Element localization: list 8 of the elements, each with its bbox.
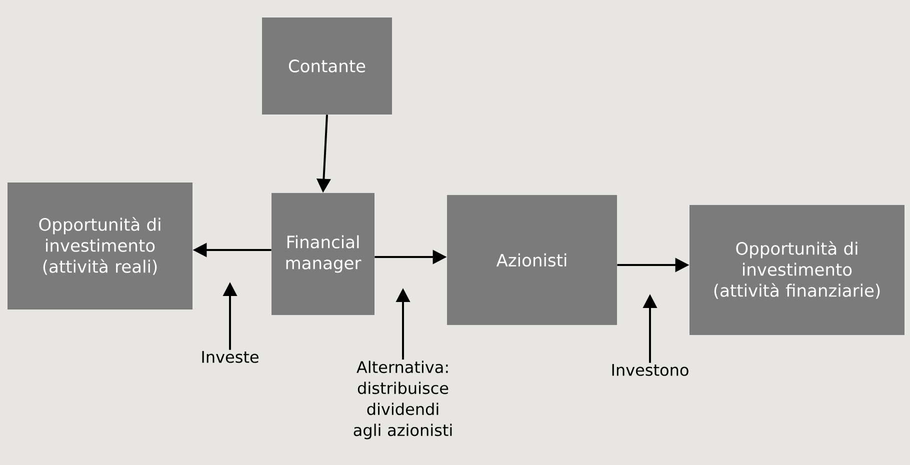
- process-box: Azionisti: [447, 195, 617, 325]
- annotation-text: Alternativa: distribuisce dividendi agli azionisti: [354, 360, 452, 440]
- process-box: Opportunità di investimento (attività finanziarie): [690, 205, 904, 335]
- process-box: Contante: [262, 18, 392, 114]
- annotation-text: Investono: [612, 364, 688, 376]
- annotation-text: Investe: [202, 351, 258, 363]
- process-box: Opportunità di investimento (attività reali): [8, 182, 192, 310]
- process-box: Financial manager: [272, 193, 374, 315]
